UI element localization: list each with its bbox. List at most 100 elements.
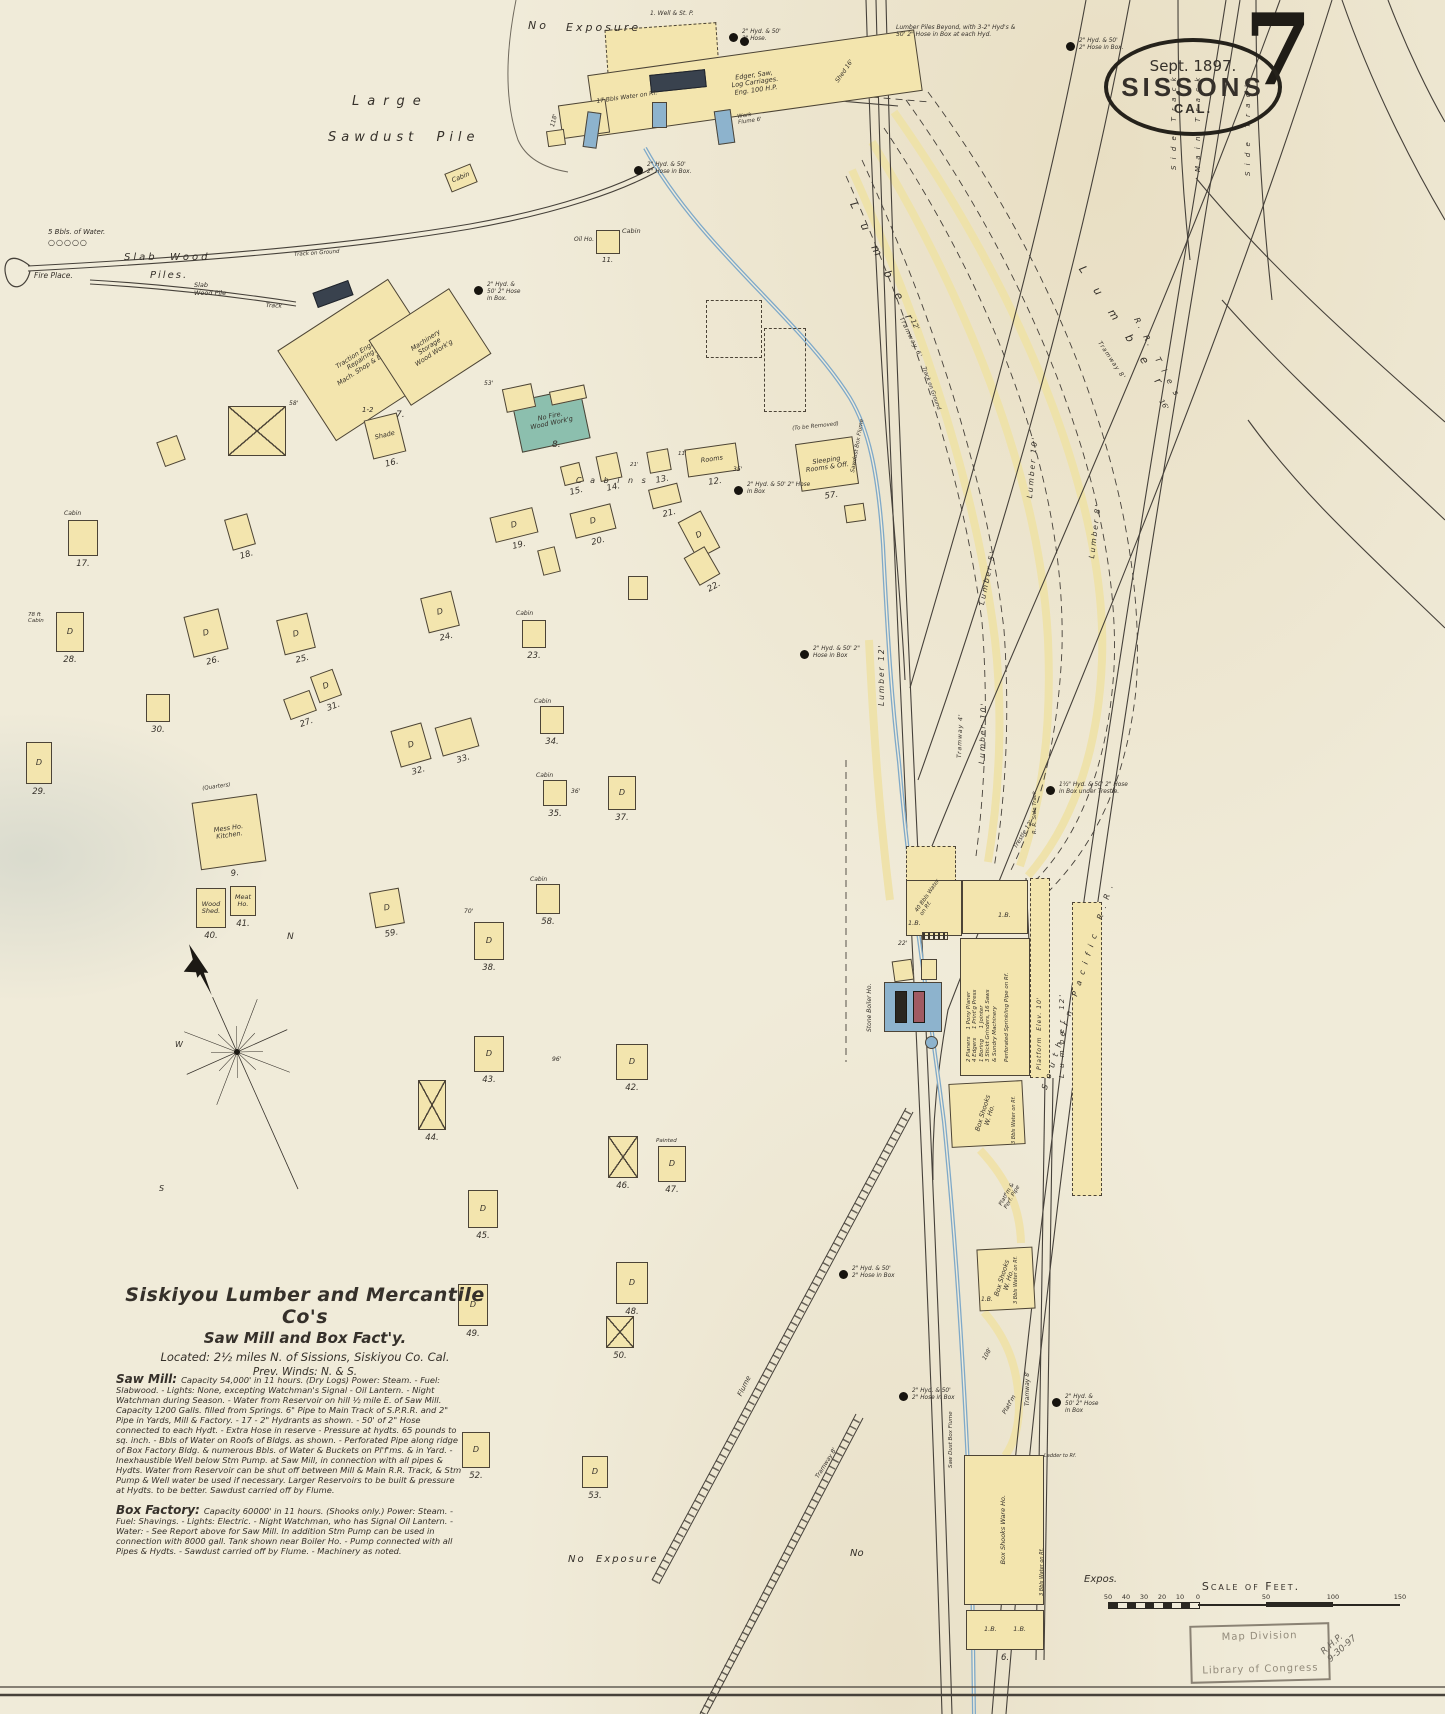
map-label: No — [850, 1548, 864, 1559]
compass-rose — [183, 944, 299, 1190]
scale-segment-alternating — [1108, 1602, 1200, 1609]
building: 1.B. 1.B. 6. — [966, 1610, 1044, 1663]
map-label: 1.B. — [998, 911, 1011, 919]
company-title: Siskiyou Lumber and Mercantile Co's — [125, 1284, 485, 1328]
building-number: 48. — [625, 1307, 639, 1317]
hydrant-label: 2" Hyd. & 50' 2" Hose in Box. — [1079, 38, 1124, 51]
map-label: Oil Ho. — [574, 236, 595, 243]
map-label: Cabin — [536, 772, 554, 779]
prevailing-winds: Prev. Winds: N. & S. — [252, 1366, 358, 1378]
building-number: 37. — [615, 813, 629, 823]
building-number: 52. — [469, 1471, 483, 1481]
building: D 52. — [462, 1432, 490, 1481]
hydrant-label: 2" Hyd. & 50' 2" Hose in Box — [912, 1388, 955, 1401]
creek — [507, 0, 569, 173]
building-number: 35. — [548, 809, 562, 819]
hydrant-label: 1½" Hyd. & 50' 2" Hose in Box under Tres… — [1059, 782, 1128, 795]
building: 17. — [68, 520, 98, 569]
stamp-line-1: Map Division — [1221, 1630, 1298, 1643]
building-label: 1.B. 1.B. — [984, 1625, 1026, 1634]
building: 30. — [146, 694, 170, 735]
hydrant-label: 2" Hyd. & 50' 2" Hose in Box — [852, 1266, 895, 1279]
building-number: 45. — [476, 1231, 490, 1241]
map-label: Fire Place. — [34, 271, 73, 280]
trestle-tramways — [651, 1107, 914, 1714]
railroad-tracks — [27, 0, 1445, 1714]
map-label: Expos. — [1084, 1574, 1118, 1585]
building — [925, 1036, 938, 1049]
scale-tick: 150 — [1393, 1593, 1407, 1601]
fireplace-ring — [4, 257, 31, 288]
map-label: 8. — [552, 440, 561, 450]
hydrant-label: 2" Hyd. & 50' 2" Hose in Box. — [487, 282, 521, 302]
building-number: 34. — [545, 737, 559, 747]
building-label: D — [591, 1466, 599, 1476]
building — [960, 938, 1030, 1076]
building — [764, 328, 806, 412]
building-number: 6. — [1000, 1653, 1010, 1663]
building-label: D — [618, 787, 626, 797]
building-label: D — [35, 757, 43, 767]
map-label: Slab Wood Pile — [194, 281, 227, 297]
map-label: 1. Well & St. P. — [650, 10, 694, 17]
building: Box Shooks Ware Ho. — [964, 1455, 1044, 1605]
map-label: Piles. — [150, 270, 189, 281]
map-label: 36' — [571, 788, 581, 795]
scale-title: Scale of Feet. — [1201, 1580, 1301, 1593]
building-label: D — [66, 626, 74, 636]
building-number: 53. — [588, 1491, 602, 1501]
building-label: D — [469, 1299, 477, 1309]
building-label: Wood Shed. — [201, 899, 221, 915]
map-label: Ladder to Rf. — [1044, 1453, 1077, 1459]
map-label: 58' — [289, 400, 299, 407]
map-label: No — [528, 19, 549, 32]
location-line: Located: 2½ miles N. of Sissions, Siskiy… — [160, 1350, 450, 1364]
state-name: CAL. — [1173, 100, 1213, 116]
building-number: 46. — [616, 1181, 630, 1191]
map-label: No Exposure — [568, 1554, 659, 1565]
map-label: Cabin — [622, 227, 641, 235]
library-stamp: Map Division Library of Congress — [1189, 1622, 1331, 1684]
building: D 37. — [608, 776, 636, 823]
scale-segment-thick — [1266, 1602, 1333, 1607]
scale-tick: 40 — [1121, 1593, 1131, 1601]
scale-tick: 20 — [1157, 1593, 1167, 1601]
building-label: D — [472, 1444, 480, 1454]
map-label: N — [287, 932, 294, 942]
building — [962, 880, 1028, 934]
building: 58. — [536, 884, 560, 927]
report-body: Capacity 54,000' in 11 hours. (Dry Logs)… — [116, 1375, 462, 1495]
map-label: Slab Wood — [124, 252, 211, 263]
building-number: 42. — [625, 1083, 639, 1093]
map-label: Sawdust Pile — [328, 130, 480, 145]
hydrant-label: 2" Hyd. & 50' 2" Hose in Box — [747, 482, 811, 495]
building-number: 49. — [466, 1329, 480, 1339]
building-number: 23. — [527, 651, 541, 661]
report-heading: Box Factory: — [116, 1502, 200, 1517]
hydrant-icon — [734, 486, 743, 495]
hydrant-label: 2" Hyd. & 50' 2" Hose in Box — [1065, 1394, 1099, 1414]
title-block: Siskiyou Lumber and Mercantile Co's Saw … — [105, 1284, 505, 1378]
building-label: D — [485, 1048, 493, 1058]
map-label: Cabin — [64, 510, 82, 517]
building — [628, 576, 648, 600]
hydrant-icon — [1052, 1398, 1061, 1407]
hydrant-label: 2" Hyd. & 50' 2" Hose in Box — [813, 646, 860, 659]
hydrant-icon — [474, 286, 483, 295]
building — [906, 846, 956, 882]
report-block: Saw Mill:Capacity 54,000' in 11 hours. (… — [116, 1372, 464, 1564]
building: Meat Ho.41. — [230, 886, 256, 929]
town-name: SISSONS — [1121, 72, 1265, 103]
map-label: 70' — [464, 908, 474, 915]
map-label: C a b i n s — [576, 476, 649, 485]
facility-title: Saw Mill and Box Fact'y. — [203, 1329, 407, 1347]
